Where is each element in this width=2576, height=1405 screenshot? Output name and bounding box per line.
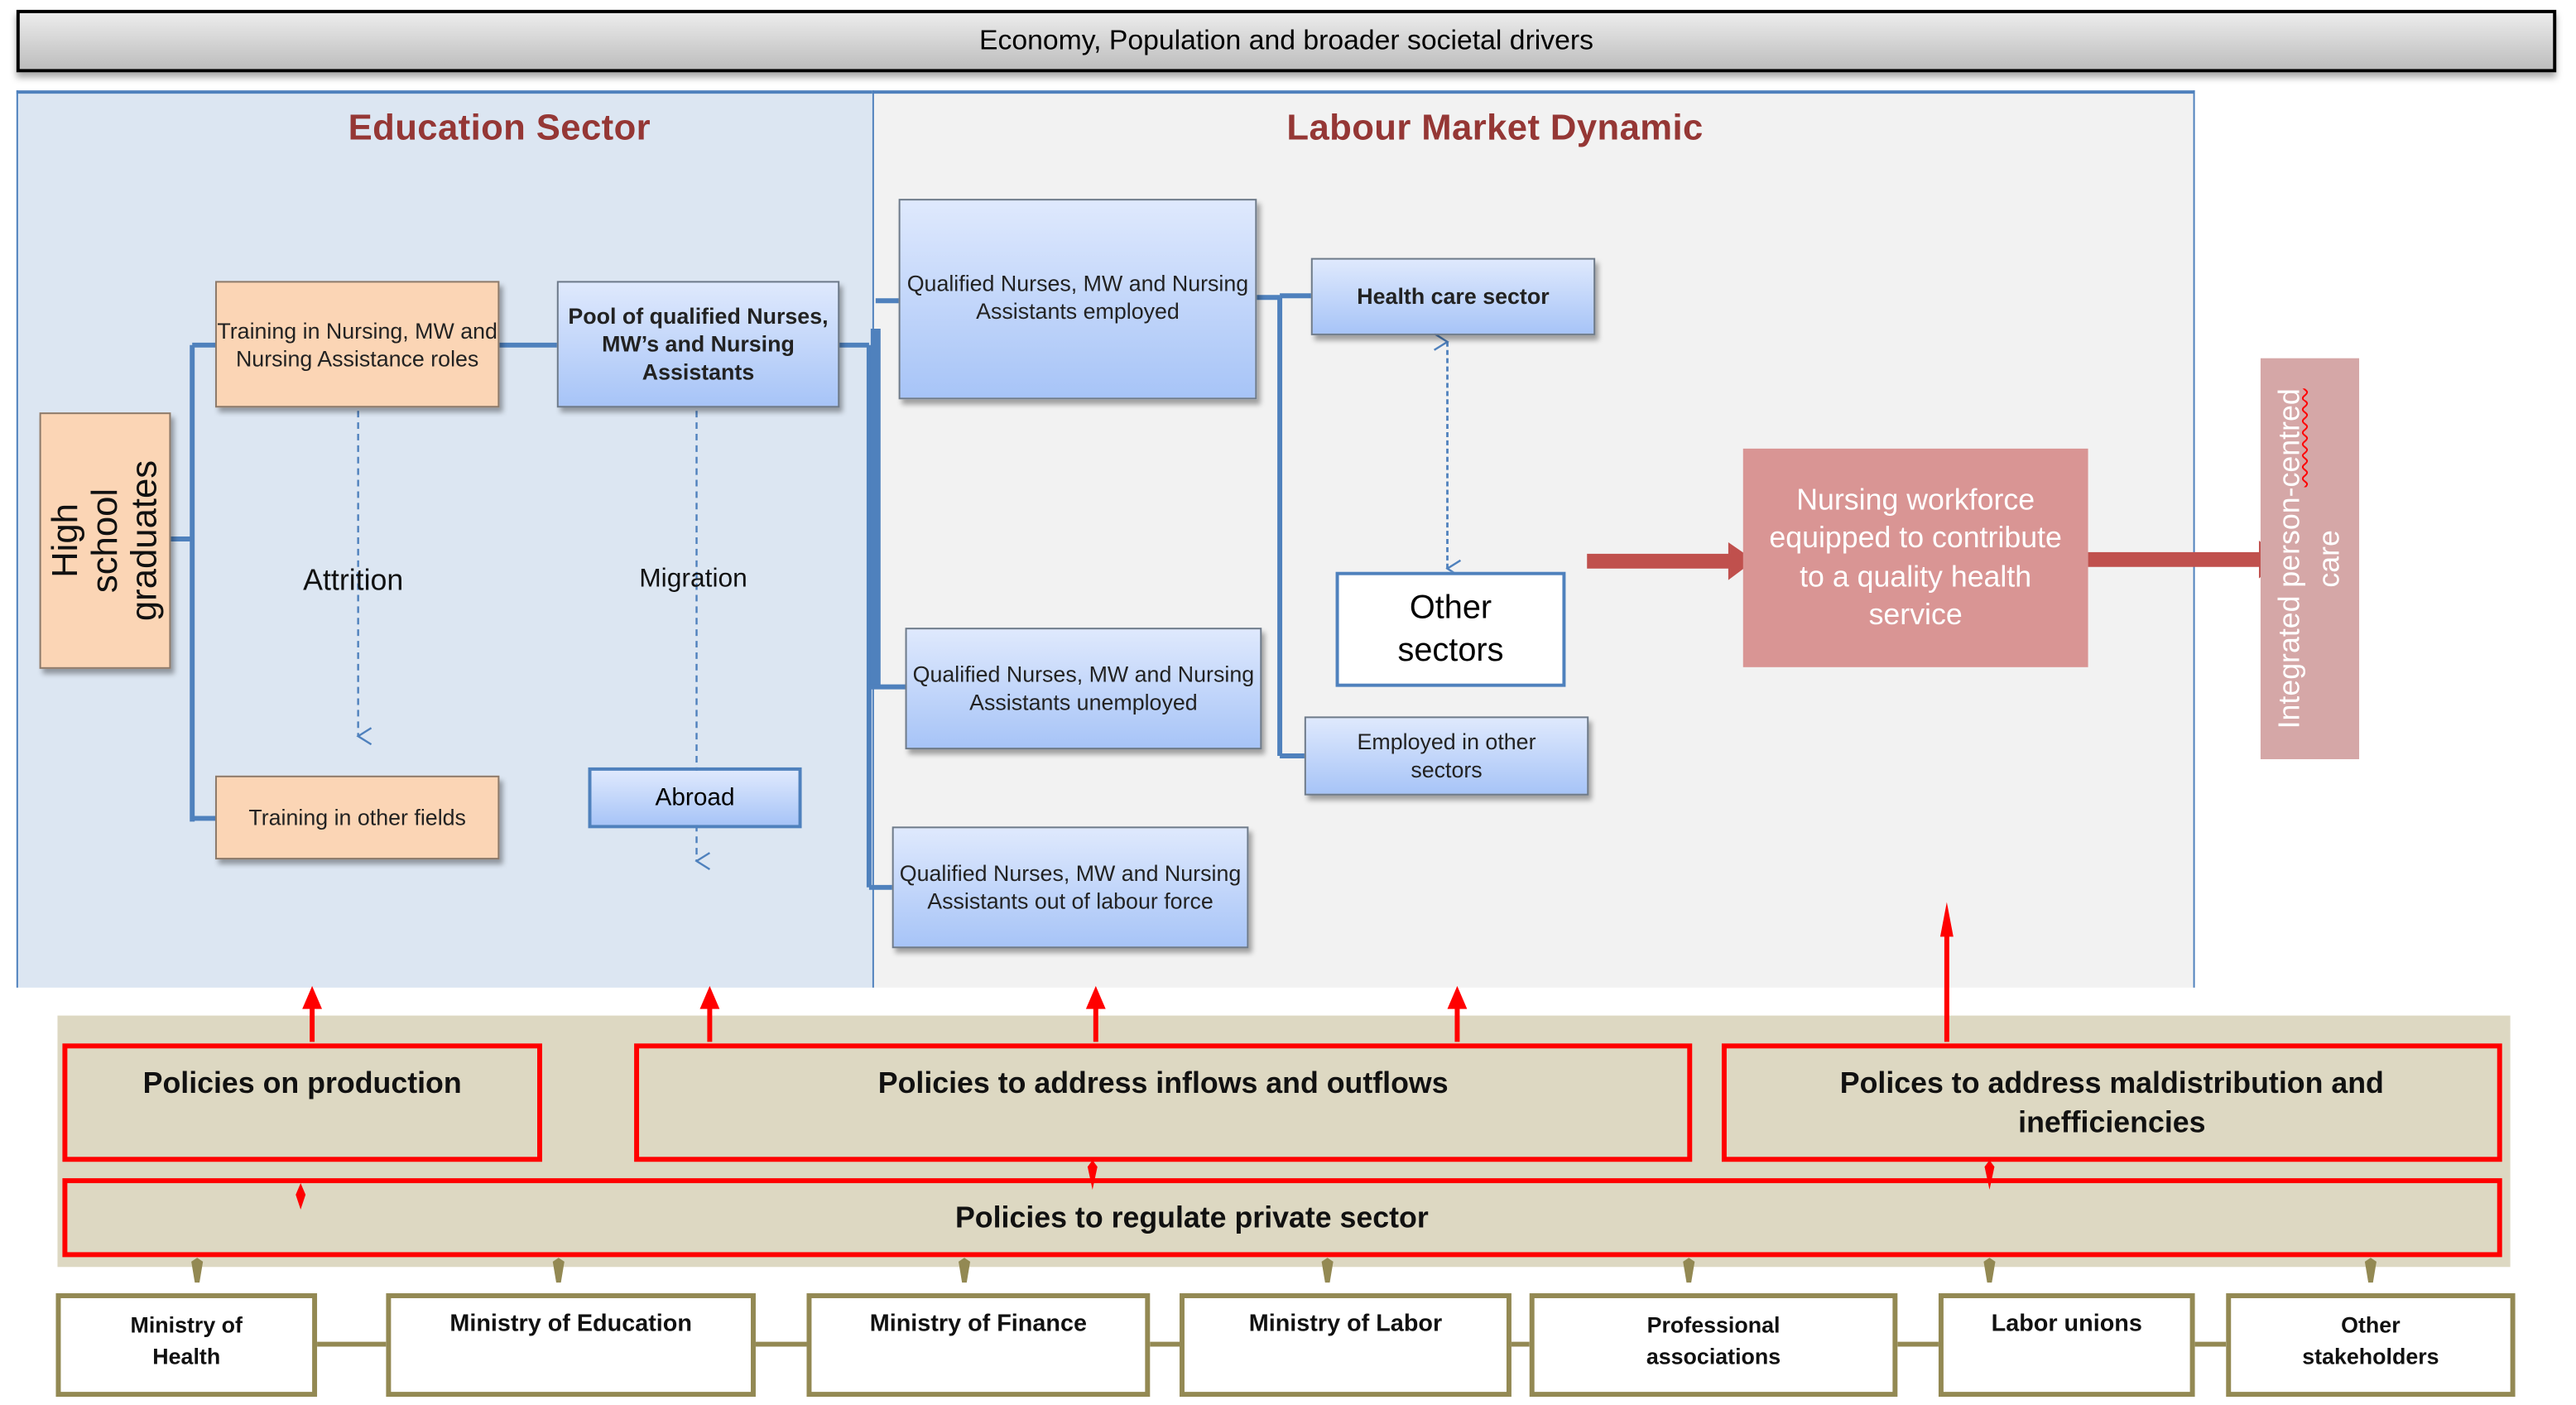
employed-other-sectors-box[interactable]: Employed in other sectors <box>1304 716 1589 796</box>
training-other-fields-label: Training in other fields <box>248 805 466 830</box>
policy-band <box>57 1015 2511 1268</box>
stakeholder-label: Professional associations <box>1646 1312 1781 1369</box>
integrated-care-text-prefix: Integrated person- <box>2273 487 2307 729</box>
other-sectors-label: Other sectors <box>1397 589 1504 669</box>
high-school-graduates-label: High school graduates <box>44 460 165 622</box>
policy-maldistribution-box[interactable]: Polices to address maldistribution and i… <box>1721 1043 2502 1162</box>
qualified-pool-box[interactable]: Pool of qualified Nurses, MW’s and Nursi… <box>556 281 840 408</box>
stakeholder-label: Other stakeholders <box>2302 1312 2439 1369</box>
other-sectors-box[interactable]: Other sectors <box>1335 571 1566 687</box>
stakeholder-other[interactable]: Other stakeholders <box>2226 1293 2516 1398</box>
policy-private-sector-label: Policies to regulate private sector <box>954 1201 1429 1234</box>
policy-production-box[interactable]: Policies on production <box>62 1043 542 1162</box>
out-of-labour-force-box[interactable]: Qualified Nurses, MW and Nursing Assista… <box>892 826 1249 949</box>
stakeholder-professional-associations[interactable]: Professional associations <box>1529 1293 1898 1398</box>
unemployed-label: Qualified Nurses, MW and Nursing Assista… <box>912 662 1255 715</box>
employed-label: Qualified Nurses, MW and Nursing Assista… <box>906 271 1249 325</box>
stakeholder-labor-unions[interactable]: Labor unions <box>1938 1293 2195 1398</box>
stakeholder-ministry-education[interactable]: Ministry of Education <box>386 1293 756 1398</box>
spellcheck-flagged-word: centred <box>2273 388 2307 488</box>
stakeholder-label: Ministry of Education <box>449 1311 692 1338</box>
abroad-label: Abroad <box>655 783 735 812</box>
employed-other-sectors-label: Employed in other sectors <box>1357 729 1536 782</box>
health-care-sector-label: Health care sector <box>1357 284 1550 310</box>
abroad-box[interactable]: Abroad <box>588 767 802 829</box>
training-other-fields-box[interactable]: Training in other fields <box>214 775 500 860</box>
nursing-workforce-outcome-box[interactable]: Nursing workforce equipped to contribute… <box>1742 448 2088 667</box>
societal-drivers-label: Economy, Population and broader societal… <box>978 24 1594 56</box>
labour-market-title: Labour Market Dynamic <box>1286 107 1704 148</box>
training-nursing-label: Training in Nursing, MW and Nursing Assi… <box>217 318 497 371</box>
training-nursing-box[interactable]: Training in Nursing, MW and Nursing Assi… <box>214 281 500 408</box>
stakeholder-ministry-finance[interactable]: Ministry of Finance <box>806 1293 1151 1398</box>
nursing-workforce-outcome-label: Nursing workforce equipped to contribute… <box>1769 482 2062 632</box>
migration-label: Migration <box>639 565 747 594</box>
stakeholder-label: Ministry of Labor <box>1248 1311 1443 1338</box>
employed-box[interactable]: Qualified Nurses, MW and Nursing Assista… <box>898 199 1257 400</box>
stakeholder-label: Ministry of Finance <box>869 1311 1088 1338</box>
education-sector-title: Education Sector <box>348 107 651 148</box>
policy-inflows-outflows-label: Policies to address inflows and outflows <box>877 1066 1449 1099</box>
policy-maldistribution-label: Polices to address maldistribution and i… <box>1839 1066 2384 1139</box>
health-care-sector-box[interactable]: Health care sector <box>1310 257 1596 335</box>
attrition-label: Attrition <box>303 562 404 596</box>
societal-drivers-bar: Economy, Population and broader societal… <box>16 9 2557 73</box>
out-of-labour-force-label: Qualified Nurses, MW and Nursing Assista… <box>899 861 1242 914</box>
high-school-graduates-box[interactable]: High school graduates <box>39 412 171 669</box>
stakeholder-ministry-labor[interactable]: Ministry of Labor <box>1180 1293 1511 1398</box>
unemployed-box[interactable]: Qualified Nurses, MW and Nursing Assista… <box>905 628 1262 750</box>
qualified-pool-label: Pool of qualified Nurses, MW’s and Nursi… <box>568 304 829 385</box>
integrated-care-text-suffix: care <box>2313 530 2347 588</box>
policy-inflows-outflows-box[interactable]: Policies to address inflows and outflows <box>634 1043 1693 1162</box>
integrated-care-label: Integrated person-centred care <box>2271 388 2349 729</box>
policy-private-sector-box[interactable]: Policies to regulate private sector <box>62 1178 2502 1258</box>
integrated-care-box[interactable]: Integrated person-centred care <box>2260 358 2360 759</box>
stakeholder-ministry-health[interactable]: Ministry of Health <box>55 1293 318 1398</box>
stakeholder-label: Labor unions <box>1991 1311 2142 1338</box>
stakeholder-label: Ministry of Health <box>130 1312 243 1369</box>
policy-production-label: Policies on production <box>142 1066 462 1099</box>
